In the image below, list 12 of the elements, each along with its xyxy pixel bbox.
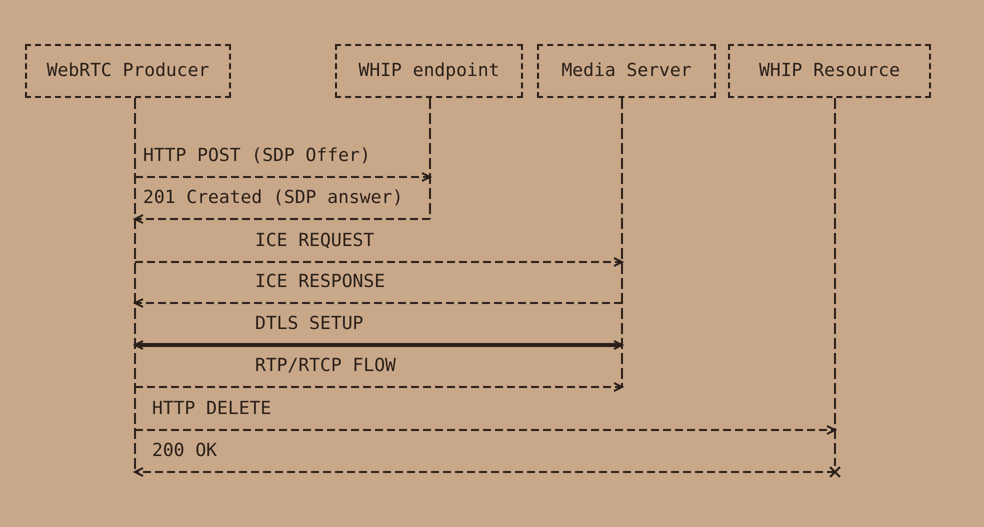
participant-name: WHIP endpoint [358, 60, 500, 82]
participant-name: WebRTC Producer [46, 60, 210, 82]
arrow [135, 257, 623, 267]
participant-name: WHIP Resource [759, 60, 900, 82]
arrow [134, 214, 430, 224]
participant-name: Media Server [561, 60, 692, 82]
arrow [135, 172, 431, 182]
arrow [134, 298, 622, 308]
arrow [134, 467, 835, 477]
arrow [134, 340, 623, 350]
arrow [135, 382, 623, 392]
arrow [135, 425, 836, 435]
